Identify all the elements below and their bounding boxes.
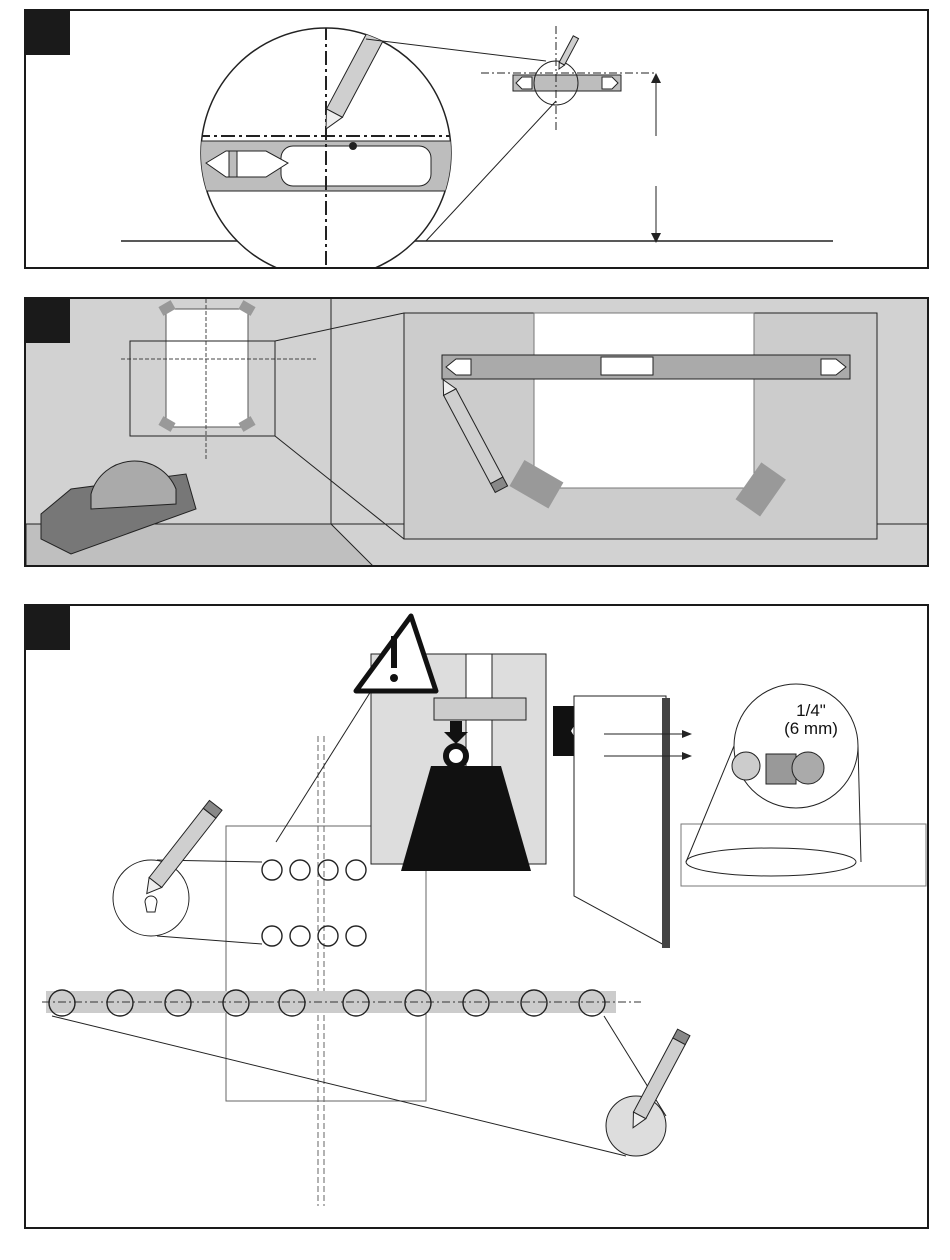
paper-template [121, 299, 316, 459]
panel-2-illustration [26, 299, 929, 567]
wall-side-view [553, 696, 692, 948]
panel-step-2 [24, 297, 929, 567]
height-arrow [651, 73, 661, 243]
screw-size-label: 1/4" (6 mm) [771, 702, 851, 738]
panel-step-1 [24, 9, 929, 269]
level-tool [481, 26, 656, 131]
panel-3-illustration [26, 606, 929, 1229]
panel-1-illustration [26, 11, 929, 269]
mounting-template [42, 736, 641, 1206]
magnifier-level-closeup [196, 19, 456, 269]
screw-size-metric: (6 mm) [771, 720, 851, 738]
zoom-template-with-level [404, 313, 877, 539]
screw-size-imperial: 1/4" [771, 702, 851, 720]
panel-step-3: 1/4" (6 mm) [24, 604, 929, 1229]
